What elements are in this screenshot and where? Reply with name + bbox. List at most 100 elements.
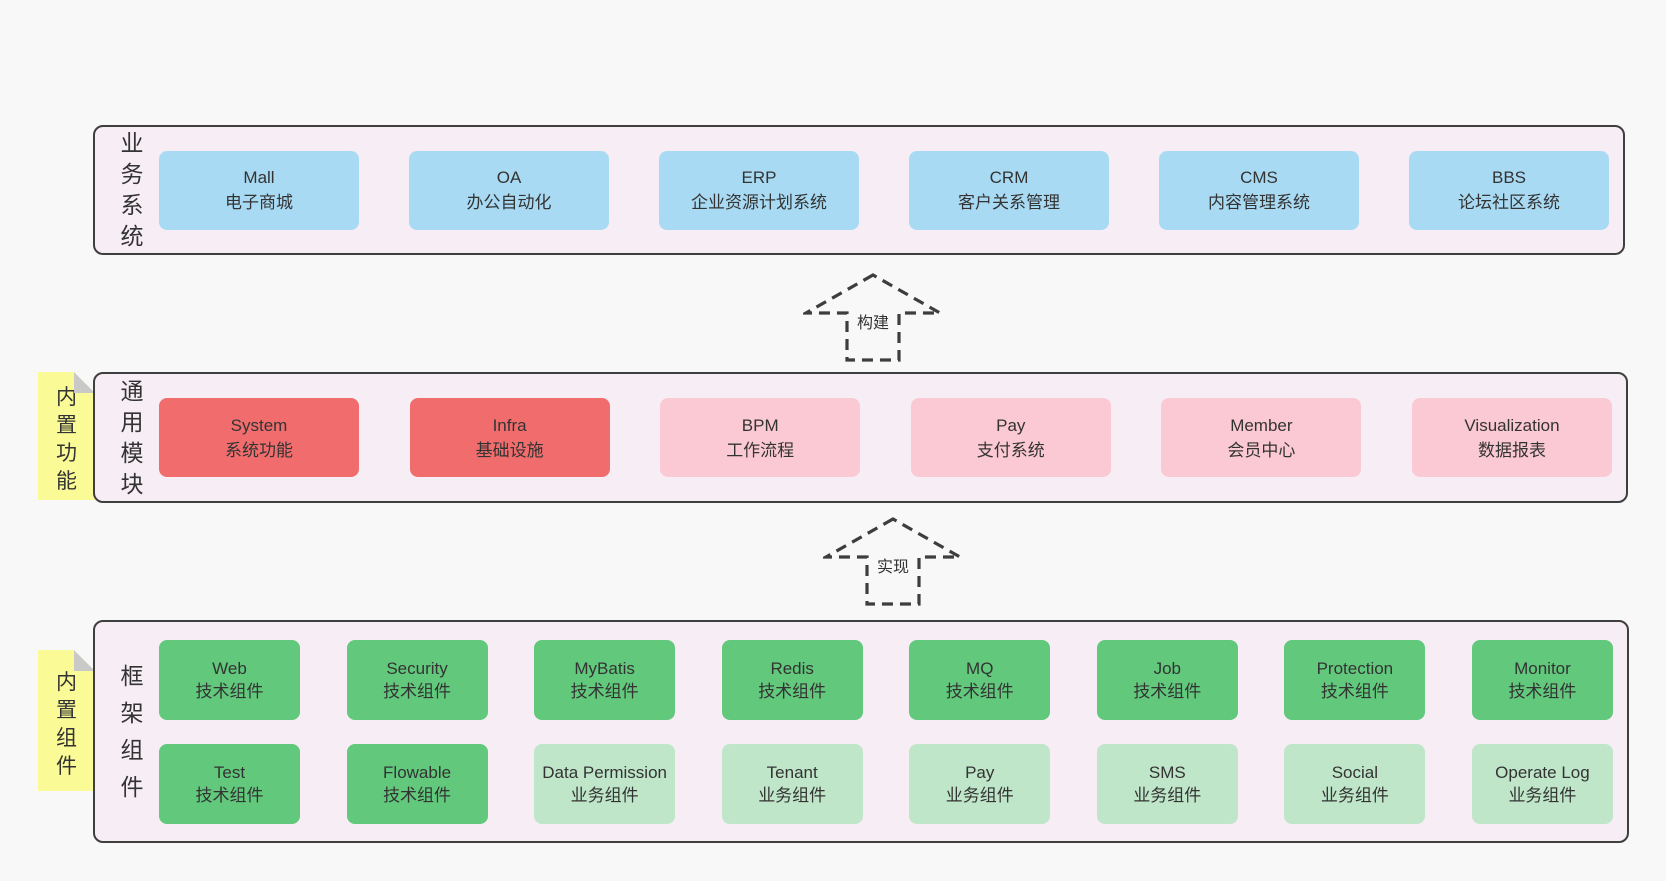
vertical-label-char: 块 <box>120 470 144 497</box>
box-title: Social <box>1331 762 1379 782</box>
box-subtitle: 会员中心 <box>1227 440 1296 460</box>
folded-corner-icon <box>74 372 95 393</box>
vertical-label-char: 组 <box>120 736 144 763</box>
box-subtitle: 业务组件 <box>570 785 639 805</box>
box-title: Job <box>1153 658 1182 678</box>
box-redis: Redis 技术组件 <box>721 639 863 720</box>
box-subtitle: 技术组件 <box>195 785 264 805</box>
box-subtitle: 办公自动化 <box>466 193 552 212</box>
box-title: Tenant <box>766 762 818 782</box>
band-label-common-modules: 通用模块 <box>111 374 153 501</box>
vertical-label-char: 功 <box>56 442 77 465</box>
sticky-note-built-in-functions: 内置功能 <box>38 372 95 500</box>
box-subtitle: 业务组件 <box>1320 785 1389 805</box>
box-title: BBS <box>1491 168 1527 187</box>
up-arrow-icon <box>803 273 943 362</box>
vertical-label-char: 内 <box>56 386 77 409</box>
vertical-label-char: 架 <box>120 699 144 726</box>
box-subtitle: 电子商城 <box>225 193 293 212</box>
box-title: Pay <box>965 762 995 782</box>
vertical-label-char: 置 <box>56 414 77 437</box>
sticky-note-text: 内置功能 <box>56 384 77 496</box>
box-subtitle: 业务组件 <box>945 785 1014 805</box>
box-member: Member 会员中心 <box>1161 398 1362 477</box>
vertical-label-char: 系 <box>120 192 144 218</box>
box-title: Redis <box>770 658 814 678</box>
box-subtitle: 技术组件 <box>1133 681 1202 701</box>
box-pay: Pay 业务组件 <box>909 743 1051 824</box>
vertical-label-char: 通 <box>120 377 144 404</box>
box-title: CMS <box>1240 168 1278 187</box>
box-operate-log: Operate Log 业务组件 <box>1471 743 1613 824</box>
box-subtitle: 技术组件 <box>758 681 827 701</box>
box-subtitle: 技术组件 <box>1508 681 1577 701</box>
box-title: Web <box>212 658 247 678</box>
box-erp: ERP 企业资源计划系统 <box>659 150 859 230</box>
vertical-label-char: 件 <box>56 754 77 778</box>
box-subtitle: 技术组件 <box>945 681 1014 701</box>
box-protection: Protection 技术组件 <box>1284 639 1426 720</box>
band-label-business-systems: 业务系统 <box>111 127 153 253</box>
box-web: Web 技术组件 <box>159 639 300 720</box>
dashed-up-arrow-build: 构建 <box>803 272 943 364</box>
box-subtitle: 技术组件 <box>383 681 452 701</box>
box-title: Mall <box>243 168 275 187</box>
box-subtitle: 技术组件 <box>1320 681 1389 701</box>
vertical-label-char: 框 <box>120 662 144 689</box>
box-mybatis: MyBatis 技术组件 <box>534 639 676 720</box>
vertical-label-char: 务 <box>120 161 144 187</box>
box-oa: OA 办公自动化 <box>409 150 609 230</box>
vertical-label-char: 件 <box>120 773 144 800</box>
dashed-up-arrow-implement: 实现 <box>823 516 963 608</box>
box-subtitle: 技术组件 <box>383 785 452 805</box>
vertical-label-char: 置 <box>56 698 77 722</box>
box-title: ERP <box>741 168 777 187</box>
arrow-label-build: 构建 <box>852 309 894 333</box>
box-subtitle: 基础设施 <box>475 440 544 460</box>
box-title: Operate Log <box>1495 762 1590 782</box>
vertical-label-char: 业 <box>120 130 144 156</box>
box-pay: Pay 支付系统 <box>910 398 1111 477</box>
box-subtitle: 技术组件 <box>570 681 639 701</box>
box-subtitle: 数据报表 <box>1477 440 1546 460</box>
vertical-label-char: 模 <box>120 439 144 466</box>
box-title: Pay <box>996 415 1026 435</box>
band-label-framework-components: 框架组件 <box>111 622 153 841</box>
box-title: OA <box>496 168 522 187</box>
box-subtitle: 系统功能 <box>225 440 293 460</box>
box-title: MyBatis <box>574 658 635 678</box>
vertical-label-char: 统 <box>120 223 144 249</box>
arrow-label-implement: 实现 <box>872 553 914 577</box>
box-title: Member <box>1230 415 1293 435</box>
vertical-label-char: 组 <box>56 726 77 750</box>
box-title: Protection <box>1316 658 1394 678</box>
box-title: Visualization <box>1464 415 1560 435</box>
box-mall: Mall 电子商城 <box>159 150 359 230</box>
up-arrow-icon <box>823 517 963 606</box>
box-subtitle: 企业资源计划系统 <box>691 193 827 212</box>
box-job: Job 技术组件 <box>1096 639 1238 720</box>
box-subtitle: 业务组件 <box>1508 785 1577 805</box>
box-subtitle: 客户关系管理 <box>958 193 1060 212</box>
box-subtitle: 论坛社区系统 <box>1458 193 1560 212</box>
box-subtitle: 技术组件 <box>195 681 264 701</box>
box-title: Flowable <box>383 762 452 782</box>
vertical-label-char: 能 <box>56 470 77 493</box>
sticky-note-text: 内置组件 <box>56 669 77 781</box>
box-subtitle: 支付系统 <box>976 440 1045 460</box>
